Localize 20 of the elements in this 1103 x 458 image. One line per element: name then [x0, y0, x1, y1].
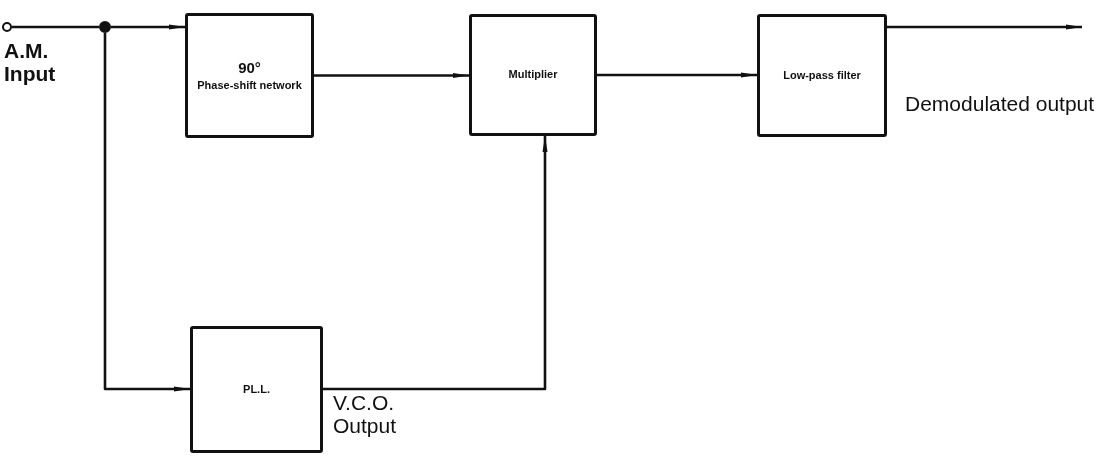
junction-dot: [99, 21, 111, 33]
block-label: Multiplier: [508, 68, 558, 82]
input-terminal: [2, 22, 12, 32]
signal-arrow: [323, 136, 548, 391]
block-label: Phase-shift network: [197, 78, 302, 93]
signal-arrow: [597, 72, 757, 78]
block-label: PL.L.: [243, 382, 270, 397]
block: [469, 14, 597, 136]
block-label: Low-pass filter: [783, 68, 861, 83]
block: [185, 13, 314, 138]
block: [190, 326, 323, 453]
signal-arrow: [103, 33, 190, 392]
block: [757, 14, 887, 137]
output-label: Demodulated output: [905, 93, 1095, 116]
signal-label: V.C.O. Output: [333, 392, 398, 438]
signal-arrow: [887, 24, 1082, 30]
block-label: 90°: [238, 58, 261, 77]
signal-arrow: [111, 24, 185, 30]
signal-arrow: [314, 73, 469, 78]
signal-label: A.M. Input: [4, 40, 57, 86]
